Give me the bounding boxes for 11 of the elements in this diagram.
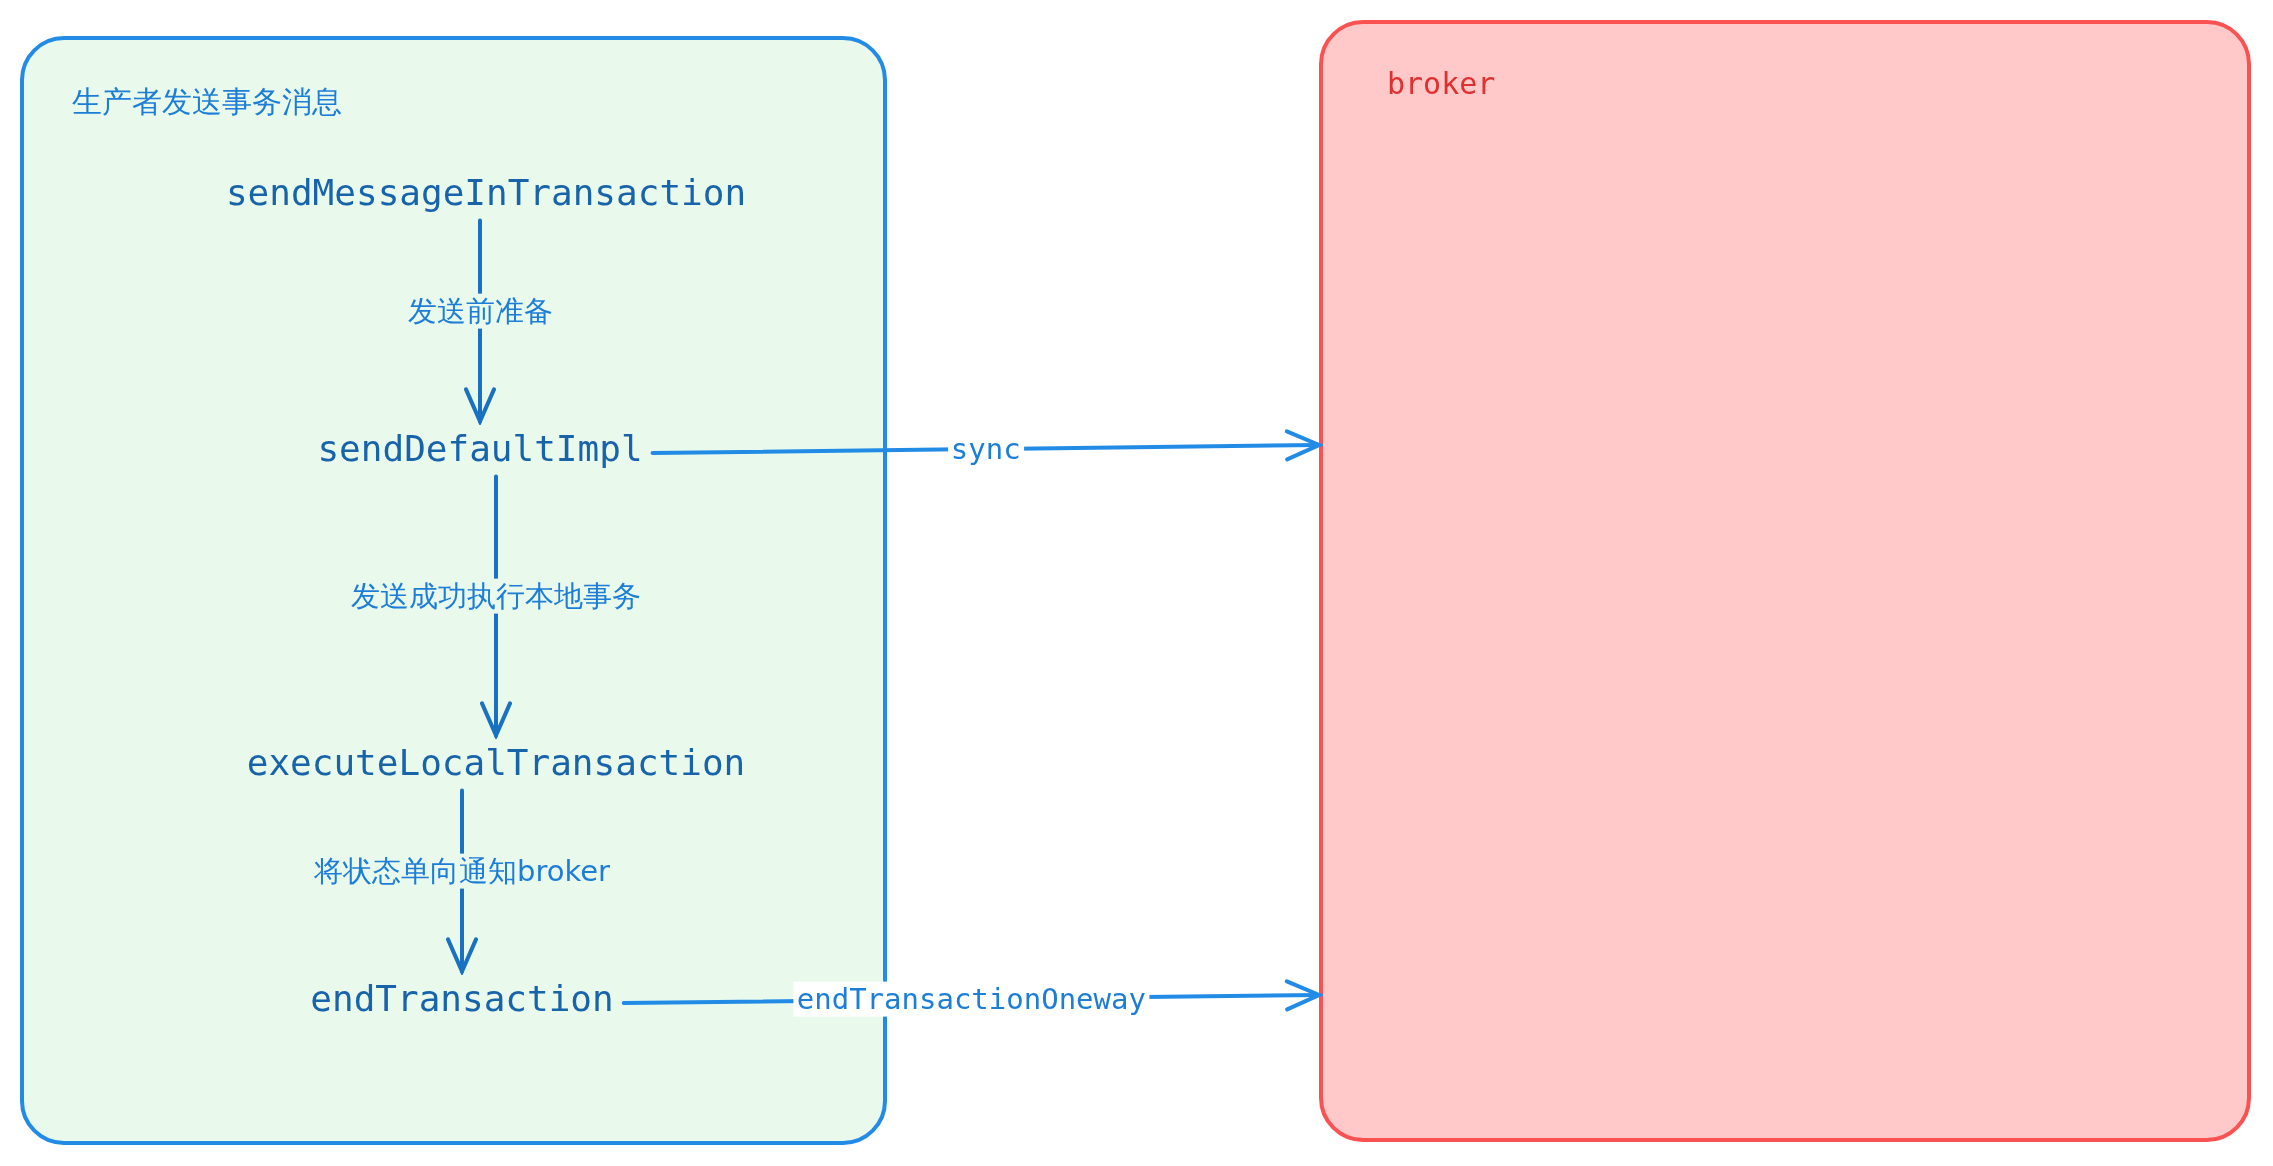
method-name: executeLocalTransaction — [246, 741, 746, 785]
method-name: sendMessageInTransaction — [225, 171, 747, 215]
panel — [1319, 20, 2251, 1142]
panel-title: 生产者发送事务消息 — [72, 83, 342, 121]
panel-title: broker — [1387, 66, 1496, 101]
arrow — [480, 474, 512, 738]
arrow — [650, 429, 1321, 462]
edge-label: 将状态单向通知broker — [311, 853, 613, 889]
edge-label: endTransactionOneway — [793, 981, 1149, 1017]
method-name: sendDefaultImpl — [317, 427, 643, 471]
method-name: endTransaction — [310, 977, 614, 1021]
